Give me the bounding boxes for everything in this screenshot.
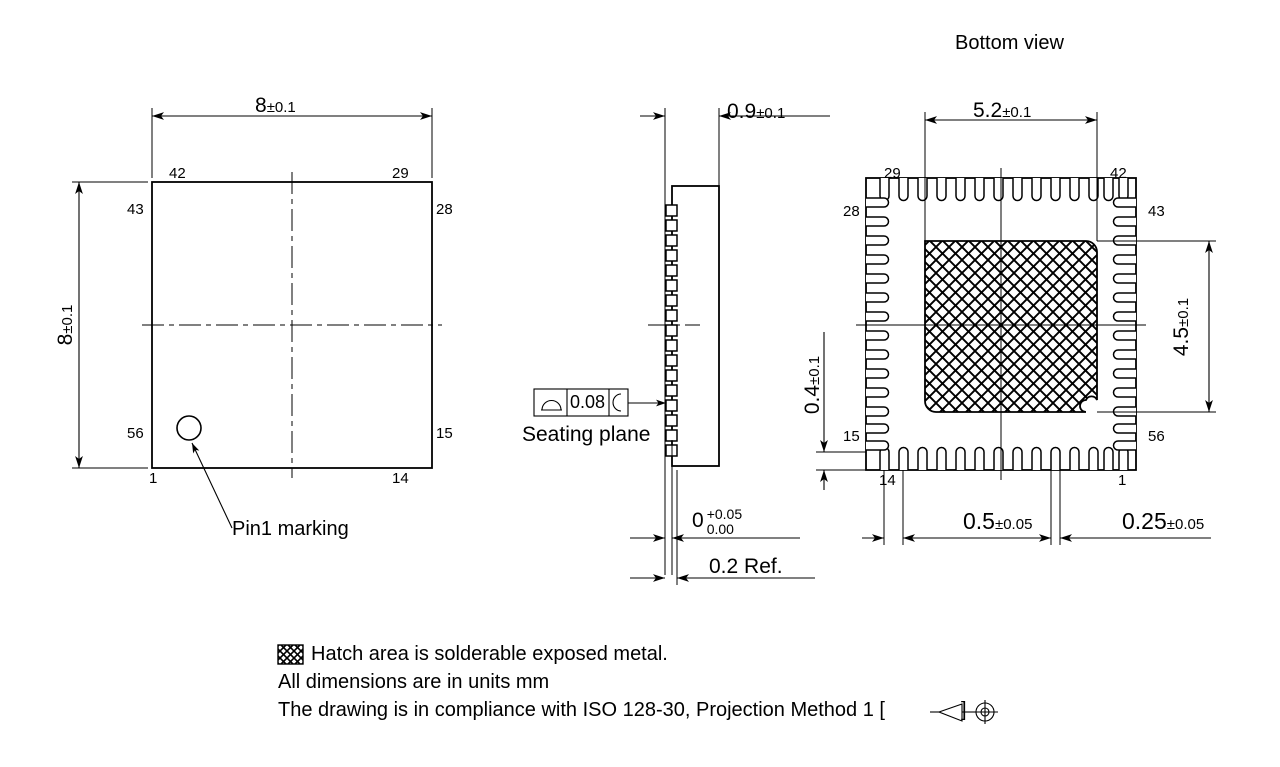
- side-view-lead-group: [665, 204, 678, 457]
- flatness-tolerance-value: 0.08: [570, 392, 606, 412]
- top-view-pin-15: 15: [436, 425, 453, 442]
- bottom-view-pad-height-dim: 4.5±0.1: [1170, 297, 1193, 357]
- top-view-pin-42: 42: [169, 165, 186, 182]
- exposed-metal-pad: [924, 240, 1098, 413]
- bottom-view-pin-42: 42: [1110, 165, 1127, 182]
- top-view-pin-1: 1: [149, 470, 158, 487]
- note-line-2: All dimensions are in units mm: [278, 671, 550, 693]
- top-view-pin-29: 29: [392, 165, 409, 182]
- bottom-view-pin-15: 15: [843, 428, 860, 445]
- bottom-view-pin-group-bottom: [879, 446, 1129, 470]
- flatness-icon: [541, 399, 562, 411]
- bottom-view-group: [816, 112, 1216, 545]
- bottom-view-pin-1: 1: [1118, 472, 1127, 489]
- bottom-view-pad-width-dim: 5.2±0.1: [973, 99, 1032, 122]
- bottom-view-title: Bottom view: [955, 32, 1064, 54]
- bottom-view-pin-group-top: [879, 178, 1129, 202]
- first-angle-projection-icon: [930, 700, 998, 724]
- pin1-leader-line: [191, 442, 233, 529]
- pin1-marking-label: Pin1 marking: [232, 518, 349, 540]
- bottom-view-lead-width-dim: 0.25±0.05: [1122, 508, 1205, 534]
- bottom-view-pin-group-left: [866, 197, 890, 451]
- top-view-pin-28: 28: [436, 201, 453, 218]
- top-view-group: [72, 108, 442, 529]
- bottom-view-pin-56: 56: [1148, 428, 1165, 445]
- top-view-height-dim: 8±0.1: [54, 304, 77, 346]
- datum-c-icon: [612, 393, 622, 412]
- note-line-3: The drawing is in compliance with ISO 12…: [278, 699, 967, 722]
- top-view-pin-56: 56: [127, 425, 144, 442]
- bottom-view-pin-28: 28: [843, 203, 860, 220]
- seating-plane-control-frame: [533, 388, 666, 417]
- top-view-width-dim: 8±0.1: [255, 94, 296, 117]
- top-view-pin-43: 43: [127, 201, 144, 218]
- note-line-1: Hatch area is solderable exposed metal.: [311, 643, 668, 665]
- note-line-3-prefix: The drawing is in compliance with ISO 12…: [278, 699, 885, 721]
- hatch-swatch-icon: [277, 644, 304, 665]
- note-line-3-suffix: ]: [960, 699, 967, 721]
- pin1-marking-circle: [176, 415, 202, 441]
- bottom-view-pin-14: 14: [879, 472, 896, 489]
- side-view-thickness-dim: 0.9±0.1: [727, 100, 786, 123]
- top-view-pin-14: 14: [392, 470, 409, 487]
- bottom-view-pitch-dim: 0.5±0.05: [963, 508, 1033, 534]
- side-view-lead-dim: 0.2 Ref.: [709, 555, 783, 578]
- side-view-group: [533, 108, 830, 585]
- seating-plane-label: Seating plane: [522, 423, 651, 446]
- bottom-view-lead-length-dim: 0.4±0.1: [801, 355, 824, 415]
- bottom-view-pin-43: 43: [1148, 203, 1165, 220]
- side-view-body-outline: [671, 185, 720, 467]
- bottom-view-pin-29: 29: [884, 165, 901, 182]
